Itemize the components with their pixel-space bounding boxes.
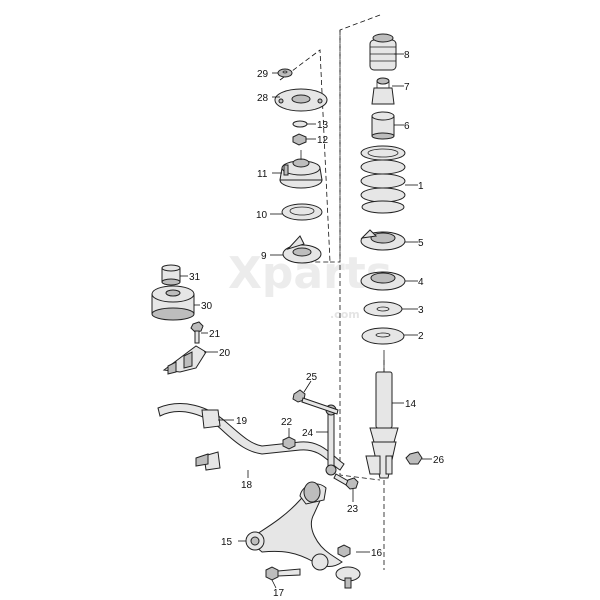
- label-15: 15: [221, 537, 233, 548]
- label-13: 13: [317, 120, 329, 131]
- shock-absorber-part-14[interactable]: [365, 350, 399, 479]
- spring-seat-upper-part-5[interactable]: [360, 229, 406, 251]
- label-19: 19: [236, 416, 248, 427]
- leader-lines: [180, 53, 432, 589]
- spring-seat-lower-part-4[interactable]: [360, 271, 406, 291]
- strut-mount-part-11[interactable]: [279, 150, 323, 189]
- label-10: 10: [256, 210, 268, 221]
- label-22: 22: [281, 417, 293, 428]
- label-8: 8: [404, 50, 410, 61]
- watermark-sub: .com: [330, 308, 360, 321]
- coil-spring-part-1[interactable]: [360, 145, 406, 214]
- label-23: 23: [347, 504, 359, 515]
- stabilizer-bar-part-18[interactable]: [157, 403, 345, 471]
- part-labels: 8 7 6 1 5 4 3 2 14 26 29 28 13 12 11 10 …: [189, 50, 445, 599]
- label-29: 29: [257, 69, 269, 80]
- label-7: 7: [404, 82, 410, 93]
- bolt-part-23[interactable]: [333, 473, 359, 490]
- coupling-rod-part-24[interactable]: [325, 404, 337, 476]
- bolt-part-21[interactable]: [190, 321, 204, 344]
- label-2: 2: [418, 331, 424, 342]
- label-9: 9: [261, 251, 267, 262]
- cap-part-31[interactable]: [161, 264, 181, 286]
- label-3: 3: [418, 305, 424, 316]
- bolt-part-25[interactable]: [292, 389, 339, 415]
- bushing-part-19[interactable]: [195, 409, 221, 471]
- protective-sleeve-part-6[interactable]: [371, 111, 395, 140]
- control-arm-part-15[interactable]: [245, 481, 343, 571]
- label-31: 31: [189, 272, 201, 283]
- bump-stop-boot-part-8[interactable]: [369, 33, 397, 71]
- nut-part-22[interactable]: [282, 436, 296, 450]
- bracket-part-20[interactable]: [162, 345, 207, 375]
- nut-part-29[interactable]: [277, 68, 293, 78]
- strut-mount-plate-part-28[interactable]: [274, 88, 328, 112]
- label-16: 16: [371, 548, 383, 559]
- label-6: 6: [404, 121, 410, 132]
- label-12: 12: [317, 135, 329, 146]
- washer-part-3[interactable]: [363, 301, 403, 317]
- label-11: 11: [257, 169, 268, 180]
- nut-part-12[interactable]: [292, 133, 307, 146]
- ball-joint-part-16[interactable]: [335, 544, 361, 589]
- label-1: 1: [418, 181, 424, 192]
- label-17: 17: [273, 588, 285, 599]
- spring-plate-part-9[interactable]: [282, 235, 322, 264]
- label-14: 14: [405, 399, 417, 410]
- rubber-mount-part-30[interactable]: [151, 285, 195, 321]
- buffer-part-7[interactable]: [371, 77, 395, 105]
- label-26: 26: [433, 455, 445, 466]
- nut-part-26[interactable]: [405, 451, 423, 465]
- label-25: 25: [306, 372, 318, 383]
- label-24: 24: [302, 428, 314, 439]
- bearing-part-10[interactable]: [281, 203, 323, 221]
- bushing-part-13[interactable]: [292, 120, 308, 128]
- bolt-part-17[interactable]: [265, 566, 301, 581]
- label-30: 30: [201, 301, 213, 312]
- label-18: 18: [241, 480, 253, 491]
- label-21: 21: [209, 329, 221, 340]
- label-5: 5: [418, 238, 424, 249]
- label-28: 28: [257, 93, 269, 104]
- washer-part-2[interactable]: [361, 327, 405, 345]
- label-4: 4: [418, 277, 424, 288]
- label-20: 20: [219, 348, 231, 359]
